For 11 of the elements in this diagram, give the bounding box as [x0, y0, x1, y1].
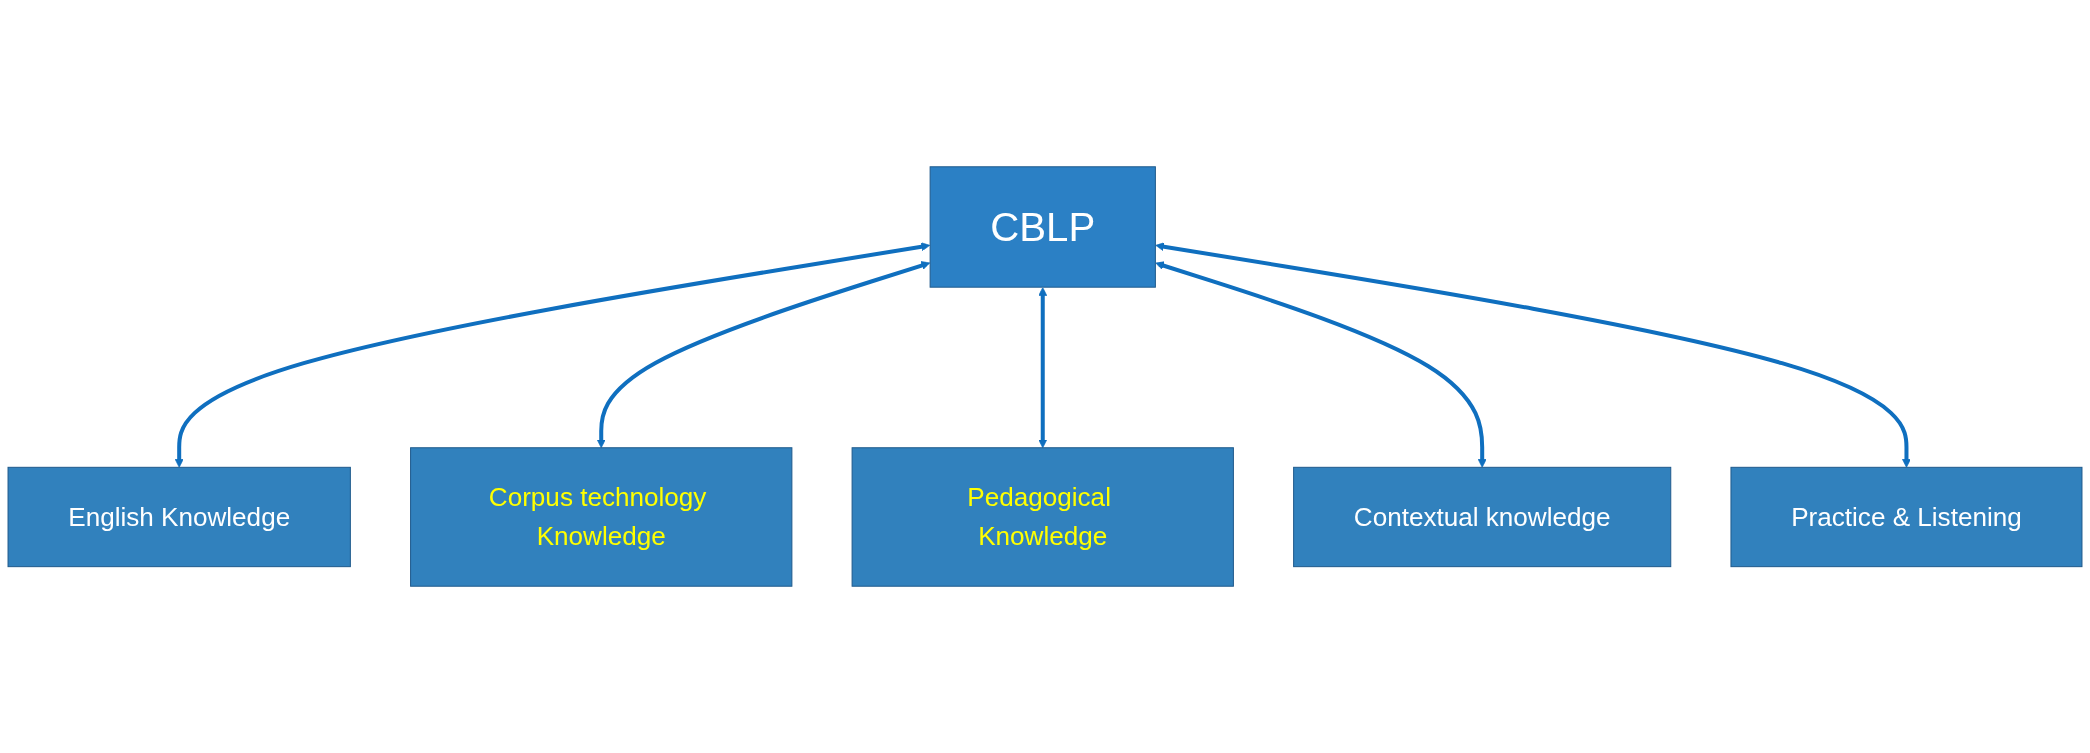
- node-box: Practice & Listening: [1730, 466, 2083, 568]
- node-box: English Knowledge: [7, 466, 351, 568]
- arrow: [596, 261, 931, 449]
- node-box: Corpus technology Knowledge: [410, 447, 793, 587]
- node-box: CBLP: [929, 166, 1156, 288]
- node-box: Pedagogical Knowledge: [851, 447, 1234, 587]
- arrow: [1038, 287, 1048, 449]
- arrow: [1155, 261, 1487, 468]
- arrow: [1155, 242, 1911, 468]
- node-box: Contextual knowledge: [1293, 466, 1672, 568]
- arrow: [174, 242, 931, 468]
